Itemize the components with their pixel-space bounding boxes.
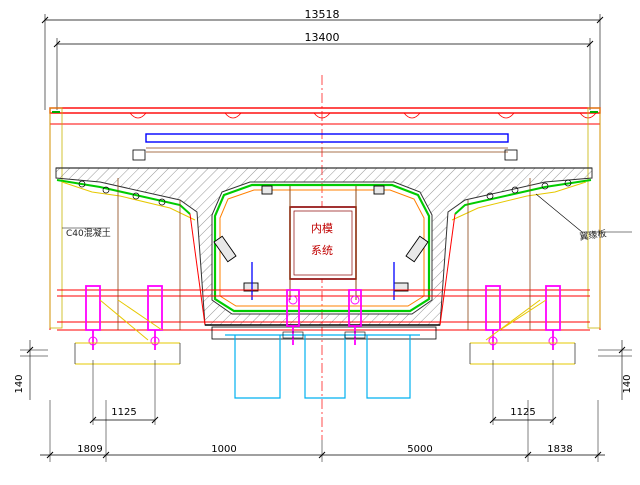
span-width-label: 13400 xyxy=(305,31,340,44)
right-height-dimension: 140 xyxy=(598,340,633,400)
right-wing-note: 翼缘板 xyxy=(579,227,607,243)
right-inner-width-label: 1125 xyxy=(510,407,535,418)
inner-support-frame: 内模 系统 xyxy=(289,186,357,300)
inner-box-top-label: 内模 xyxy=(311,221,333,235)
bottom-right-outer-label: 1838 xyxy=(547,444,572,455)
left-wing-annotation: C40混凝土 xyxy=(62,227,111,239)
bottom-right-center-label: 5000 xyxy=(407,444,432,455)
inner-lifting-beam xyxy=(132,133,518,161)
left-wing-note: C40混凝土 xyxy=(66,227,111,239)
left-wing-form xyxy=(56,179,191,215)
bottom-left-outer-label: 1809 xyxy=(77,444,102,455)
overall-width-label: 13518 xyxy=(305,8,340,21)
bottom-supports xyxy=(225,334,420,399)
left-inner-width-label: 1125 xyxy=(111,407,136,418)
right-wing-annotation: 翼缘板 xyxy=(535,193,632,243)
top-dimensions: 13518 13400 xyxy=(41,8,604,110)
right-wing-form xyxy=(454,179,592,215)
left-height-label: 140 xyxy=(14,374,25,393)
right-inner-width-dimension: 1125 xyxy=(489,360,557,425)
bottom-left-center-label: 1000 xyxy=(211,444,236,455)
inner-form-outline xyxy=(213,183,431,313)
hangers xyxy=(85,285,561,350)
left-height-dimension: 140 xyxy=(14,340,48,400)
bottom-dimensions: 1809 1000 5000 1838 xyxy=(40,400,605,462)
left-inner-width-dimension: 1125 xyxy=(89,360,159,425)
right-height-label: 140 xyxy=(622,374,633,393)
inner-box-bottom-label: 系统 xyxy=(311,244,333,257)
top-gantry-beam xyxy=(49,107,601,330)
